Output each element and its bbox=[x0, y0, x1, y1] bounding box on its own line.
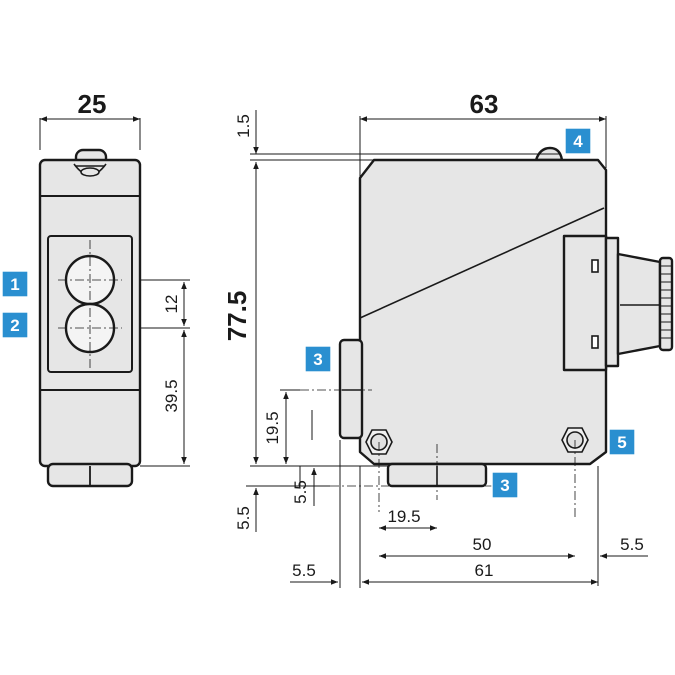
svg-text:3: 3 bbox=[313, 350, 322, 369]
svg-text:5: 5 bbox=[617, 433, 626, 452]
dim-side-width: 63 bbox=[359, 89, 607, 178]
svg-text:4: 4 bbox=[573, 132, 583, 151]
dim-lens: 12 39.5 bbox=[140, 279, 190, 467]
dim-connector-height: 19.5 bbox=[263, 389, 313, 464]
side-left-connector bbox=[338, 338, 364, 440]
callout-3-side: 3 bbox=[304, 345, 332, 373]
dim-bottom-horizontal: 19.5 50 5.5 61 5.5 bbox=[290, 440, 648, 588]
base-offset-left-label: 5.5 bbox=[234, 506, 253, 530]
lens-height-label: 39.5 bbox=[162, 379, 181, 412]
top-gap-label: 1.5 bbox=[234, 114, 253, 138]
dim-base-offsets: 5.5 5.5 bbox=[234, 466, 330, 532]
callout-4: 4 bbox=[564, 127, 592, 155]
connector-width-label: 19.5 bbox=[387, 507, 420, 526]
base-offset-right-label: 5.5 bbox=[291, 480, 310, 504]
lens-spacing-label: 12 bbox=[162, 295, 181, 314]
mount-spacing-label: 50 bbox=[473, 535, 492, 554]
height-label: 77.5 bbox=[222, 291, 252, 342]
front-width-label: 25 bbox=[78, 89, 107, 119]
right-offset-label: 5.5 bbox=[620, 535, 644, 554]
svg-text:3: 3 bbox=[500, 476, 509, 495]
side-plug-knurl bbox=[658, 256, 674, 352]
side-width-label: 63 bbox=[470, 89, 499, 119]
side-plug bbox=[604, 236, 620, 368]
callout-5: 5 bbox=[608, 428, 636, 456]
side-plug-housing bbox=[562, 234, 608, 372]
left-offset-label: 5.5 bbox=[292, 561, 316, 580]
dim-front-width: 25 bbox=[39, 89, 141, 150]
svg-text:2: 2 bbox=[10, 316, 19, 335]
callout-3-bottom: 3 bbox=[491, 471, 519, 499]
front-view bbox=[38, 148, 142, 488]
mount-overall-label: 61 bbox=[475, 561, 494, 580]
callout-2: 2 bbox=[1, 311, 29, 339]
svg-text:1: 1 bbox=[10, 275, 19, 294]
side-view bbox=[300, 146, 674, 520]
callout-1: 1 bbox=[1, 270, 29, 298]
connector-height-label: 19.5 bbox=[263, 411, 282, 444]
side-body bbox=[358, 158, 608, 466]
dim-height: 1.5 77.5 bbox=[222, 110, 560, 467]
